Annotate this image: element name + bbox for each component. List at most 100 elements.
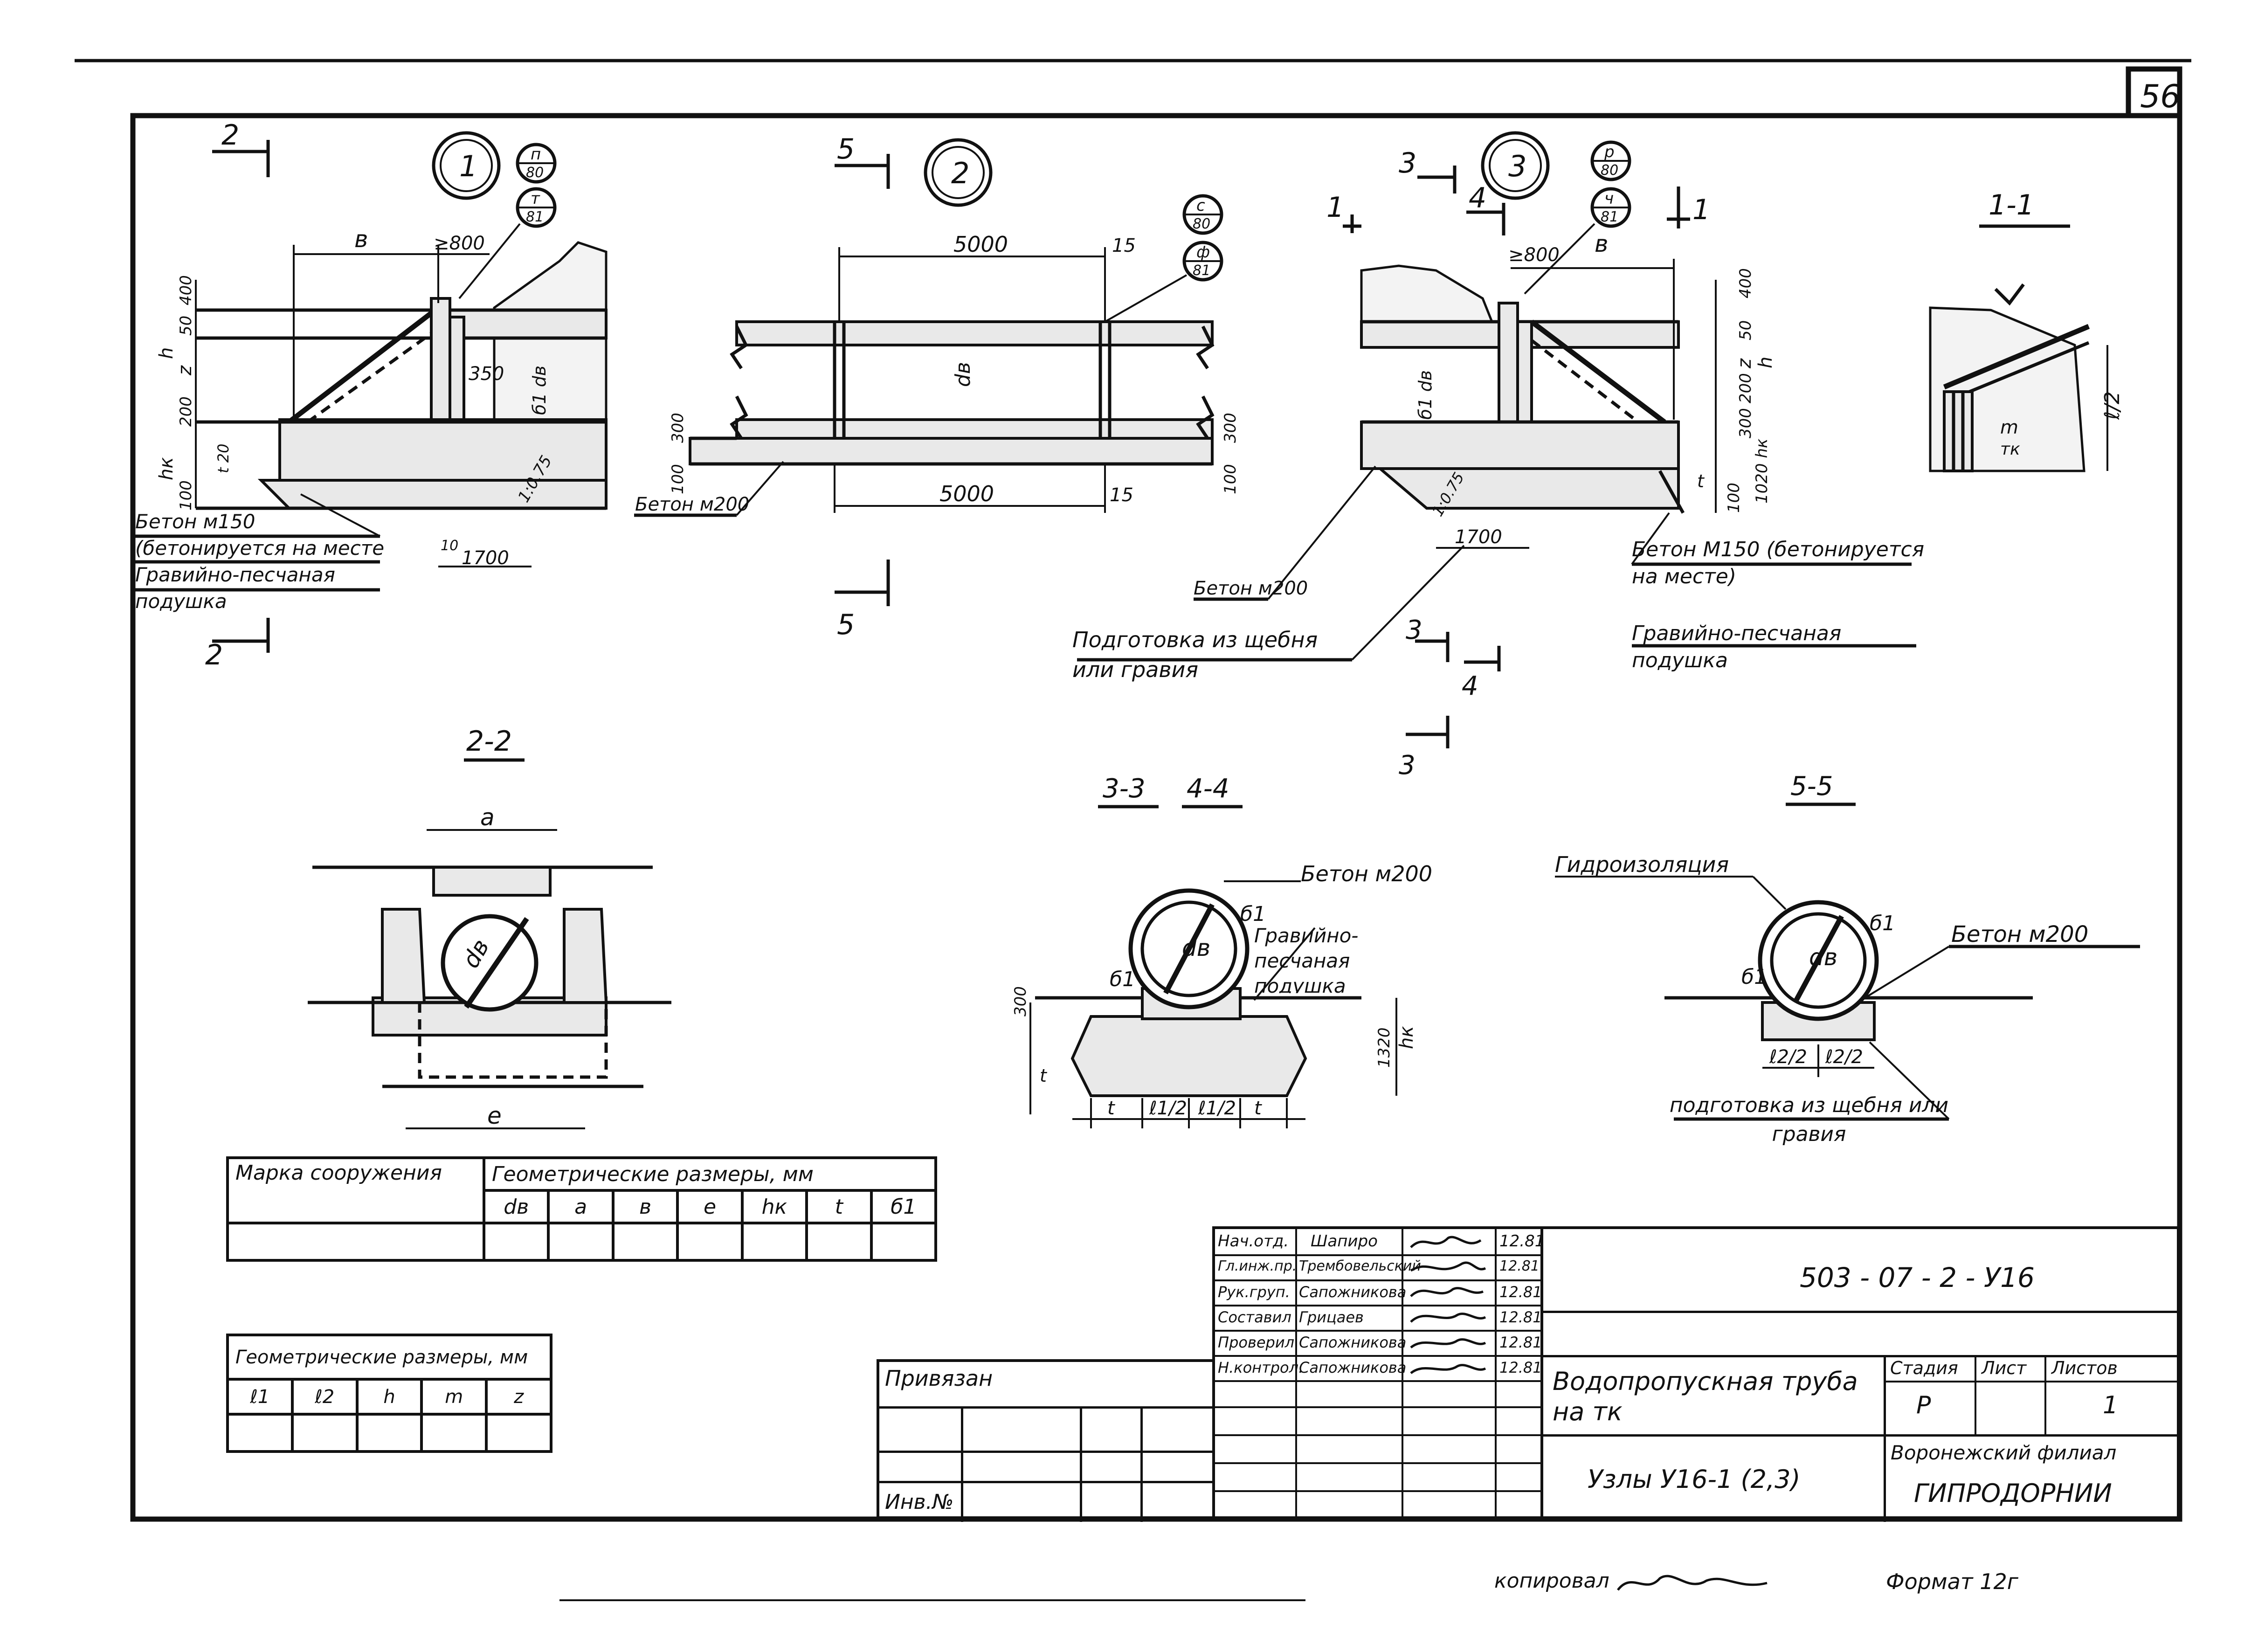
node3-section-mark-1b: 1 <box>1692 194 1710 226</box>
small-dimensions-table: Геометрические размеры, мм ℓ1 ℓ2 h m z <box>226 1334 552 1453</box>
node2-dim-gap15a: 15 <box>1112 235 1136 256</box>
table-col-d1: б1 <box>870 1189 938 1224</box>
format-label: Формат 12г <box>1886 1569 2018 1594</box>
node1-note-concrete: Бетон м150 (бетонируется на месте <box>135 510 385 560</box>
node2-section-mark-top: 5 <box>837 133 855 166</box>
table-header-group: Геометрические размеры, мм <box>483 1156 937 1192</box>
drawing-subtitle: Узлы У16-1 (2,3) <box>1588 1465 1801 1494</box>
signature-row: Составил Грицаев 12.81 <box>1215 1305 1542 1332</box>
node1-note-cushion: Гравийно-песчаная подушка <box>135 563 335 613</box>
s11-dim-l2: ℓ/2 <box>2100 391 2124 420</box>
node3-section-mark-3a: 3 <box>1399 147 1416 180</box>
signature-grid: Нач.отд. Шапиро 12.81 Гл.инж.пр. Трембов… <box>1212 1226 1545 1519</box>
node1-dim-hk: hк <box>156 457 177 480</box>
s33-dim-bottom-2: ℓ1/2 <box>1149 1098 1187 1119</box>
node1-dim-100: 100 <box>177 480 195 511</box>
table-col-e: e <box>676 1189 744 1224</box>
s55-title: 5-5 <box>1790 771 1833 802</box>
node3-dim-400: 400 <box>1736 268 1755 298</box>
s22-dim-e: e <box>487 1102 502 1129</box>
node2-section-mark-bottom: 5 <box>837 608 855 641</box>
node3-dim-z: z <box>1734 358 1755 369</box>
node3-section-mark-3c: 3 <box>1399 750 1416 781</box>
node1-dim-50: 50 <box>177 316 195 336</box>
node3-dim-50: 50 <box>1736 320 1755 340</box>
signature-row: Нач.отд. Шапиро 12.81 <box>1215 1229 1545 1256</box>
table-col-b: в <box>611 1189 679 1224</box>
s33-dim-bottom-1: t <box>1107 1098 1115 1119</box>
s33-dim-d1b: б1 <box>1110 968 1135 991</box>
node1-dim-350: 350 <box>469 363 504 385</box>
node3-dim-1700: 1700 <box>1455 526 1502 548</box>
drawing-title-line1: Водопропускная труба <box>1553 1367 1858 1396</box>
node3-note-m200: Бетон м200 <box>1194 578 1308 599</box>
small-table-col-l2: ℓ2 <box>290 1378 359 1416</box>
node1-ref2-top: т <box>531 189 540 208</box>
copied-by-label: копировал <box>1494 1569 1609 1593</box>
node-3: 1 3 4 1 3 4 3 3 р 80 ч 81 <box>1072 131 1925 781</box>
node3-dim-min: ≥800 <box>1508 244 1560 266</box>
signature-row: Рук.груп. Сапожникова 12.81 <box>1215 1279 1542 1306</box>
node3-note-m150: Бетон М150 (бетонируется на месте) <box>1632 538 1925 588</box>
signature-row: Проверил Сапожникова 12.81 <box>1215 1330 1542 1357</box>
node3-section-mark-4b: 4 <box>1462 671 1478 701</box>
node2-dim-db: dв <box>951 362 975 387</box>
table-col-a: a <box>547 1189 615 1224</box>
node1-dim-400: 400 <box>177 275 195 305</box>
node3-dim-300: 300 <box>1736 408 1755 438</box>
table-col-hk: hк <box>740 1189 808 1224</box>
node1-ref2-bottom: 81 <box>526 209 544 225</box>
document-code: 503 - 07 - 2 - У16 <box>1800 1262 2035 1293</box>
sheets-value: 1 <box>2103 1391 2119 1419</box>
s55-dim-bottom-1: ℓ2/2 <box>1769 1046 1807 1068</box>
node1-section-mark-bottom: 2 <box>205 639 223 671</box>
node3-dim-db: б1 dв <box>1415 370 1436 420</box>
node1-ref1-top: п <box>531 145 541 164</box>
section-1-1: 1-1 ℓ/2 m тк <box>1929 189 2124 472</box>
binding-block: Привязан Инв.№ <box>877 1359 1212 1522</box>
node2-dim-300b: 300 <box>1221 413 1240 443</box>
s11-title: 1-1 <box>1989 189 2034 221</box>
node1-dim-200: 200 <box>177 396 195 427</box>
s11-dim-m: m <box>2000 417 2018 438</box>
small-table-col-m: m <box>420 1378 488 1416</box>
small-table-header: Геометрические размеры, мм <box>226 1334 552 1381</box>
section-3-3: 3-3 4-4 dв б1 б1 Бетон м200 Гравийно-пес… <box>1011 774 1432 1128</box>
drawing-title-line2: на тк <box>1553 1397 1623 1426</box>
node3-section-mark-4a: 4 <box>1469 182 1486 214</box>
node3-ref2-bottom: 81 <box>1601 209 1618 225</box>
s11-dim-tk: тк <box>2000 440 2020 459</box>
section-5-5: 5-5 Гидроизоляция dв б1 б1 Бетон м200 ℓ2… <box>1555 771 2140 1146</box>
node3-ref1-bottom: 80 <box>1601 162 1618 179</box>
node1-dim-b: в <box>354 226 368 253</box>
s22-dim-a: a <box>480 804 495 831</box>
inventory-label: Инв.№ <box>885 1490 954 1514</box>
node1-section-mark-top: 2 <box>221 119 239 152</box>
node2-dim-100b: 100 <box>1221 464 1240 494</box>
dimensions-table: Марка сооружения Геометрические размеры,… <box>226 1156 938 1262</box>
node3-dim-t: t <box>1697 471 1705 491</box>
s33-title-a: 3-3 <box>1103 774 1145 804</box>
s33-dim-db: dв <box>1182 934 1210 961</box>
s55-dim-db: dв <box>1809 944 1837 971</box>
table-row <box>226 1413 552 1453</box>
s55-dim-d1a: б1 <box>1870 912 1895 935</box>
node2-ref1-bottom: 80 <box>1193 216 1210 232</box>
node2-ref2-bottom: 81 <box>1193 263 1210 279</box>
node2-ref2-top: ф <box>1196 243 1210 262</box>
node3-dim-b: в <box>1595 230 1608 257</box>
node3-ref1-top: р <box>1604 143 1615 161</box>
node1-ref1-bottom: 80 <box>526 165 544 181</box>
node2-dim-bottom5000: 5000 <box>939 481 994 506</box>
node1-dim-z: z <box>174 365 196 376</box>
node2-dim-300a: 300 <box>669 413 687 443</box>
title-block: Привязан Инв.№ Нач.отд. Шапиро 12.81 Гл.… <box>877 1226 2180 1522</box>
node-1: 2 2 1 п 80 т 81 <box>135 119 608 671</box>
node3-dim-h: h <box>1755 357 1776 368</box>
node3-ref2-top: ч <box>1604 189 1614 208</box>
binding-label: Привязан <box>885 1366 993 1391</box>
s33-note-cushion: Гравийно-песчаная подушка <box>1254 924 1359 993</box>
node3-dim-hk: 1020 hк <box>1753 438 1771 504</box>
s33-dim-t: t <box>1040 1065 1048 1086</box>
s33-title-b: 4-4 <box>1187 774 1229 804</box>
